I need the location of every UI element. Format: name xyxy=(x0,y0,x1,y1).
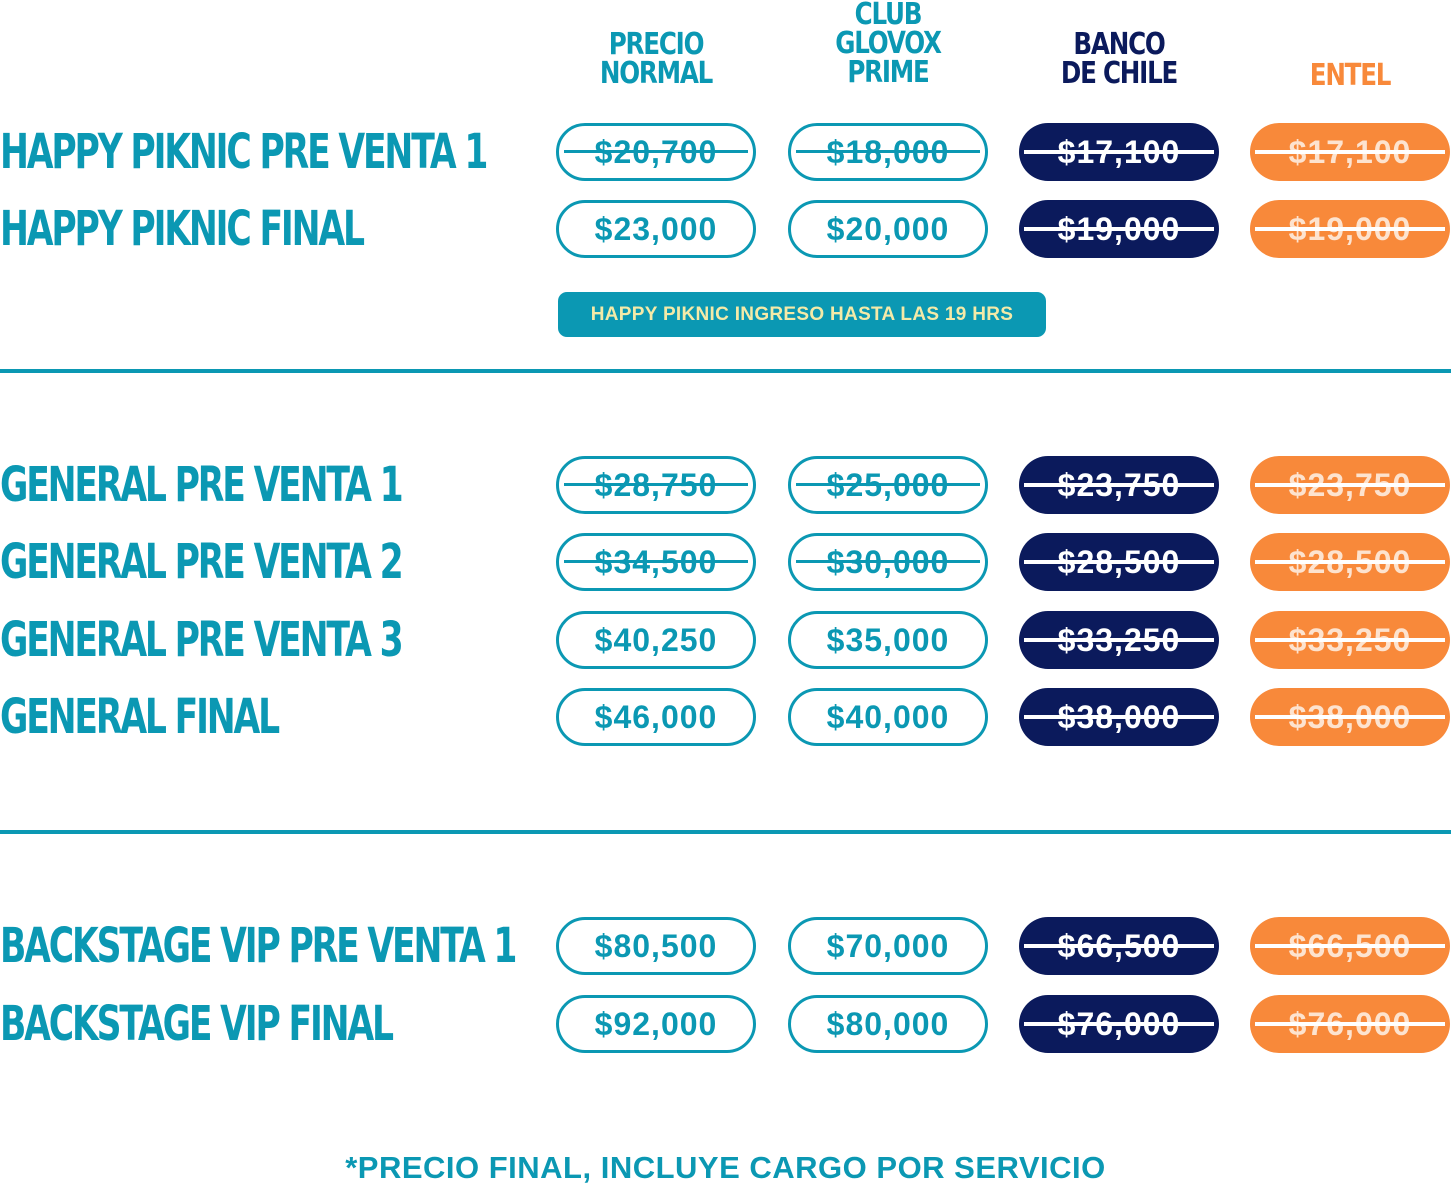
strikethrough-line xyxy=(1255,150,1445,154)
ticket-tier-label: GENERAL FINAL xyxy=(0,689,280,745)
strikethrough-line xyxy=(1255,715,1445,719)
price-pill-banco-de-chile: $38,000 xyxy=(1019,688,1219,746)
ticket-tier-label: BACKSTAGE VIP FINAL xyxy=(0,996,394,1052)
strikethrough-line xyxy=(1255,560,1445,564)
strikethrough-line xyxy=(796,150,980,153)
price-pill-entel: $66,500 xyxy=(1250,917,1450,975)
section-divider xyxy=(0,830,1451,834)
price-pill-club-glovox-prime: $35,000 xyxy=(788,611,988,669)
price-pill-banco-de-chile: $66,500 xyxy=(1019,917,1219,975)
price-pill-banco-de-chile: $76,000 xyxy=(1019,995,1219,1053)
ticket-tier-label: BACKSTAGE VIP PRE VENTA 1 xyxy=(0,918,517,974)
price-pill-precio-normal: $34,500 xyxy=(556,533,756,591)
section-divider xyxy=(0,369,1451,373)
column-header-line: DE CHILE xyxy=(1060,56,1178,91)
column-header-line: PRECIO xyxy=(608,27,705,62)
strikethrough-line xyxy=(1255,483,1445,487)
strikethrough-line xyxy=(1024,483,1214,487)
footer-note: *PRECIO FINAL, INCLUYE CARGO POR SERVICI… xyxy=(345,1150,1106,1185)
strikethrough-line xyxy=(796,560,980,563)
strikethrough-line xyxy=(796,483,980,486)
price-pill-entel: $17,100 xyxy=(1250,123,1450,181)
strikethrough-line xyxy=(564,483,748,486)
ticket-tier-label: GENERAL PRE VENTA 3 xyxy=(0,612,404,668)
strikethrough-line xyxy=(564,150,748,153)
price-pill-club-glovox-prime: $20,000 xyxy=(788,200,988,258)
price-pill-club-glovox-prime: $70,000 xyxy=(788,917,988,975)
column-header-line: BANCO xyxy=(1073,27,1165,62)
price-pill-entel: $28,500 xyxy=(1250,533,1450,591)
price-pill-entel: $23,750 xyxy=(1250,456,1450,514)
ticket-tier-label: GENERAL PRE VENTA 1 xyxy=(0,457,404,513)
price-pill-precio-normal: $46,000 xyxy=(556,688,756,746)
price-pill-club-glovox-prime: $18,000 xyxy=(788,123,988,181)
price-value: $40,250 xyxy=(594,621,718,658)
header-entel: ENTEL xyxy=(1268,58,1432,93)
strikethrough-line xyxy=(1255,944,1445,948)
strikethrough-line xyxy=(1024,715,1214,719)
strikethrough-line xyxy=(1024,560,1214,564)
ticket-tier-label: HAPPY PIKNIC PRE VENTA 1 xyxy=(0,124,488,180)
price-value: $46,000 xyxy=(594,698,718,735)
price-pill-club-glovox-prime: $25,000 xyxy=(788,456,988,514)
price-pill-entel: $76,000 xyxy=(1250,995,1450,1053)
column-header-line: PRIME xyxy=(847,55,929,90)
price-value: $23,000 xyxy=(594,210,718,247)
column-header-line: NORMAL xyxy=(599,56,713,91)
price-pill-banco-de-chile: $19,000 xyxy=(1019,200,1219,258)
price-pill-entel: $19,000 xyxy=(1250,200,1450,258)
price-value: $40,000 xyxy=(826,698,950,735)
price-pill-club-glovox-prime: $40,000 xyxy=(788,688,988,746)
happy-piknic-entry-note: HAPPY PIKNIC INGRESO HASTA LAS 19 HRS xyxy=(558,292,1046,337)
ticket-tier-label: HAPPY PIKNIC FINAL xyxy=(0,201,365,257)
price-pill-precio-normal: $28,750 xyxy=(556,456,756,514)
price-value: $70,000 xyxy=(826,927,950,964)
price-pill-entel: $38,000 xyxy=(1250,688,1450,746)
price-value: $35,000 xyxy=(826,621,950,658)
strikethrough-line xyxy=(1024,227,1214,231)
price-pill-precio-normal: $92,000 xyxy=(556,995,756,1053)
price-value: $92,000 xyxy=(594,1005,718,1042)
strikethrough-line xyxy=(1255,1022,1445,1026)
price-pill-precio-normal: $80,500 xyxy=(556,917,756,975)
strikethrough-line xyxy=(1024,944,1214,948)
price-value: $20,000 xyxy=(826,210,950,247)
column-header-line: GLOVOX xyxy=(835,26,942,61)
strikethrough-line xyxy=(1024,638,1214,642)
strikethrough-line xyxy=(1255,227,1445,231)
strikethrough-line xyxy=(1024,1022,1214,1026)
strikethrough-line xyxy=(1255,638,1445,642)
price-pill-banco-de-chile: $33,250 xyxy=(1019,611,1219,669)
price-pill-club-glovox-prime: $80,000 xyxy=(788,995,988,1053)
price-pill-precio-normal: $23,000 xyxy=(556,200,756,258)
price-value: $80,000 xyxy=(826,1005,950,1042)
price-pill-precio-normal: $40,250 xyxy=(556,611,756,669)
strikethrough-line xyxy=(1024,150,1214,154)
price-pill-banco-de-chile: $28,500 xyxy=(1019,533,1219,591)
price-pill-club-glovox-prime: $30,000 xyxy=(788,533,988,591)
price-pill-entel: $33,250 xyxy=(1250,611,1450,669)
strikethrough-line xyxy=(564,560,748,563)
price-pill-precio-normal: $20,700 xyxy=(556,123,756,181)
price-pill-banco-de-chile: $23,750 xyxy=(1019,456,1219,514)
column-header-line: ENTEL xyxy=(1309,58,1392,93)
price-pill-banco-de-chile: $17,100 xyxy=(1019,123,1219,181)
column-header-line: CLUB xyxy=(854,0,923,32)
price-value: $80,500 xyxy=(594,927,718,964)
ticket-tier-label: GENERAL PRE VENTA 2 xyxy=(0,534,404,590)
